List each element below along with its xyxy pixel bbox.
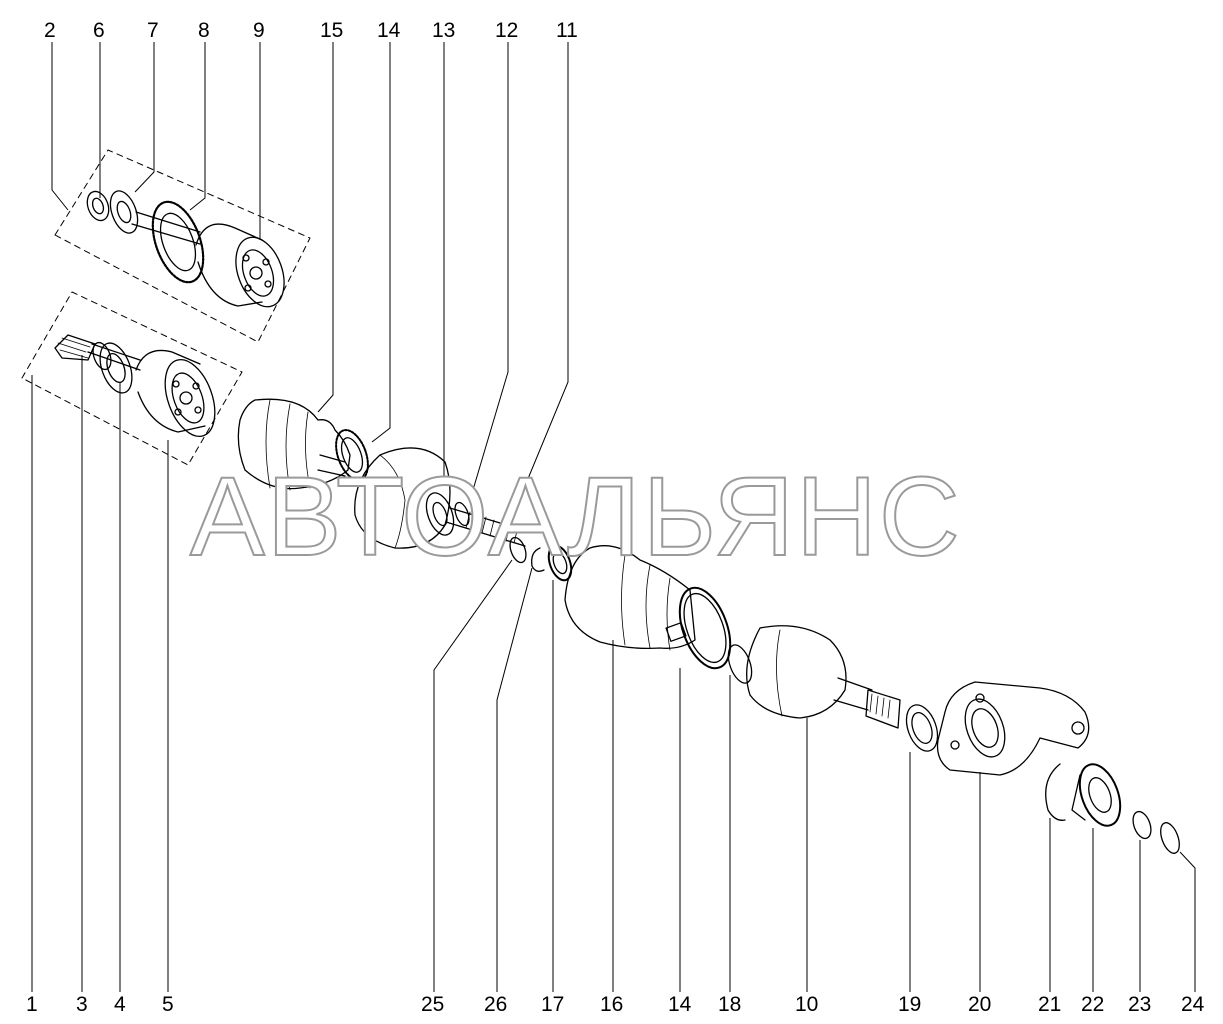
bearing-bracket [936,681,1090,776]
callout-19: 19 [898,993,922,1016]
callout-6: 6 [93,19,105,42]
circlip-24 [1160,822,1180,854]
tripod-housing [354,447,455,549]
callout-4: 4 [114,993,126,1016]
callout-5: 5 [162,993,174,1016]
callout-8: 8 [198,19,210,42]
callout-16: 16 [600,993,624,1016]
outer-boot [564,545,696,651]
callout-3: 3 [76,993,88,1016]
washer-23 [1132,810,1152,840]
circlip-25 [509,536,527,564]
callout-24: 24 [1181,993,1205,1016]
callout-9: 9 [253,19,265,42]
support-bearing [1071,763,1122,827]
callout-15: 15 [320,19,344,42]
callout-20: 20 [968,993,992,1016]
retaining-clip-21 [1045,763,1066,821]
splined-shaft [445,501,531,547]
callout-25: 25 [421,993,445,1016]
kit-frame-upper [54,149,311,343]
callout-13: 13 [432,19,456,42]
callout-21: 21 [1038,993,1062,1016]
kit-frame-lower [21,291,243,466]
spacer-ring-17 [547,544,573,582]
lower-cv-joint-kit [54,334,216,437]
callout-14-bottom: 14 [668,993,692,1016]
callout-14-top: 14 [377,19,401,42]
callout-1: 1 [26,993,38,1016]
callout-10: 10 [795,993,819,1016]
outer-cv-joint [746,625,901,729]
upper-cv-joint-kit [86,190,285,308]
callout-17: 17 [541,993,565,1016]
callout-7: 7 [147,19,159,42]
leader-lines [31,42,1196,992]
callout-18: 18 [718,993,742,1016]
boot-clamp-lower [665,586,732,670]
callout-22: 22 [1081,993,1105,1016]
callout-26: 26 [484,993,508,1016]
callout-2: 2 [44,19,56,42]
watermark-text: АВТОАЛЬЯНС [189,453,962,580]
callout-23: 23 [1128,993,1152,1016]
callout-11: 11 [556,19,578,42]
callout-12: 12 [495,19,519,42]
inner-boot [237,398,351,491]
circlip-26 [531,547,545,572]
oil-seal [905,704,939,752]
